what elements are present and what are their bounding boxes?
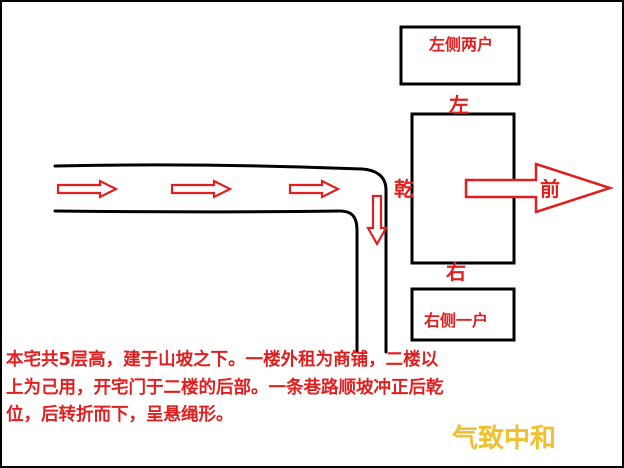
buildings [399,25,521,342]
description-caption: 本宅共5层高，建于山坡之下。一楼外租为商铺，二楼以 上为己用，开宅门于二楼的后部… [6,347,618,430]
alley-road [53,163,388,354]
front-direction-label: 前 [540,177,560,201]
alley-inner-line [53,209,359,354]
left-households-box [399,25,521,86]
qian-direction-label: 乾 [394,177,414,201]
flow-arrow-2 [170,179,233,199]
left-direction-label: 左 [449,93,469,117]
flow-arrow-1 [56,179,119,199]
left-households-label: 左侧两户 [429,35,494,54]
alley-flow-arrows [56,179,388,247]
flow-arrow-3 [288,179,341,199]
alley-outer-line [53,163,388,354]
brand-signature: 气致中和 [452,424,557,454]
caption-line-2: 上为己用，开宅门于二楼的后部。一条巷路顺坡冲正后乾 [6,377,444,398]
right-household-box [410,287,516,342]
front-direction-arrow [464,162,615,214]
right-direction-label: 右 [446,260,466,284]
right-household-label: 右侧一户 [424,311,489,330]
caption-line-3: 位，后转折而下，呈悬绳形。 [6,405,234,425]
flow-arrow-down [366,194,388,247]
caption-line-1: 本宅共5层高，建于山坡之下。一楼外租为商铺，二楼以 [6,350,439,370]
